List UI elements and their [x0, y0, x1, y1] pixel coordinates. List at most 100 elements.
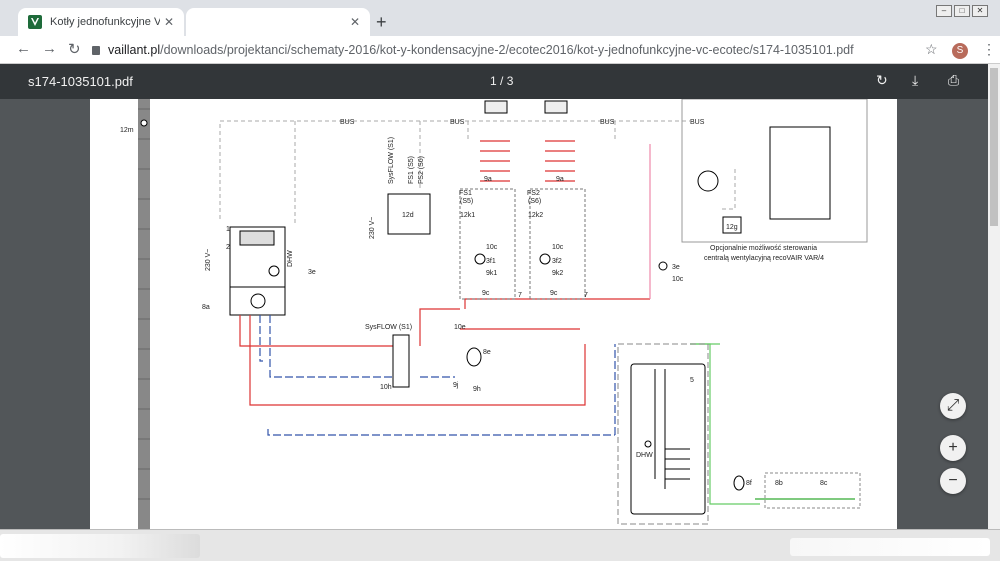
- tab-title: Kotły jednofunkcyjne VC ecoTEC - V: [50, 16, 160, 28]
- label-12k2: 12k2: [528, 212, 543, 219]
- pdf-page: 12m BUS BUS BUS BUS 1 2 230 V~ DH: [90, 99, 897, 529]
- label-sysflow: SysFLOW (S1): [388, 137, 395, 184]
- tab-bar: Kotły jednofunkcyjne VC ecoTEC - V ✕ ✕ +…: [0, 0, 1000, 36]
- profile-avatar[interactable]: S: [952, 43, 968, 59]
- rotate-icon[interactable]: ↻: [876, 72, 888, 88]
- scrollbar-thumb[interactable]: [990, 68, 998, 226]
- pump-3f2: [539, 253, 551, 265]
- browser-menu-icon[interactable]: ⋮: [982, 41, 996, 57]
- label-2: 2: [226, 244, 230, 251]
- label-5: 5: [690, 377, 694, 384]
- maximize-icon[interactable]: □: [954, 5, 970, 17]
- label-12k1: 12k1: [460, 212, 475, 219]
- pipes: [239, 144, 760, 505]
- label-sysflow-2: SysFLOW (S1): [365, 324, 412, 331]
- pump-3f1: [474, 253, 486, 265]
- close-tab-icon-2[interactable]: ✕: [349, 15, 360, 29]
- label-8c: 8c: [820, 480, 828, 487]
- label-fs1: FS1: [459, 190, 472, 197]
- label-3f1: 3f1: [486, 258, 496, 265]
- hydraulic-schematic: 12m BUS BUS BUS BUS 1 2 230 V~ DH: [120, 99, 868, 529]
- label-10c-1: 10c: [486, 244, 498, 251]
- option-line-2: centralą wentylacyjną recoVAIR VAR/4: [704, 255, 824, 262]
- close-window-icon[interactable]: ✕: [972, 5, 988, 17]
- label-fs1s5: FS1 (S5): [408, 156, 415, 184]
- browser-toolbar: ← → ↻ vaillant.pl/downloads/projektanci/…: [0, 36, 1000, 64]
- cylinder-coil: [654, 369, 690, 489]
- print-icon[interactable]: ⎙: [948, 72, 960, 88]
- label-fs2s6: FS2 (S6): [418, 156, 425, 184]
- label-12m: 12m: [120, 127, 134, 134]
- label-12d: 12d: [402, 212, 414, 219]
- outdoor-sensor: [140, 119, 148, 127]
- ventilation-controller: [697, 170, 719, 192]
- wall-hatch: [138, 99, 150, 529]
- bus-lines: [219, 120, 736, 224]
- dhw-pump-3e: [658, 261, 668, 271]
- module-12g: [722, 216, 742, 234]
- page-total: 3: [506, 74, 514, 88]
- heating-loop-2: [545, 140, 575, 182]
- ventilation-frame: [681, 99, 868, 243]
- label-7-2: 7: [584, 292, 588, 299]
- wall-bricks: [138, 108, 150, 500]
- minimize-icon[interactable]: –: [936, 5, 952, 17]
- label-8e: 8e: [483, 349, 491, 356]
- tab-blank[interactable]: ✕: [186, 8, 370, 36]
- label-dhw: DHW: [287, 250, 294, 267]
- dhw-zone: [617, 343, 709, 525]
- download-icon[interactable]: ⤓: [912, 72, 919, 88]
- ventilation-unit: [769, 126, 831, 220]
- taskbar: [0, 529, 1000, 561]
- bookmark-star-icon[interactable]: ☆: [925, 41, 938, 57]
- url-host: vaillant.pl: [108, 43, 161, 57]
- label-10e: 10e: [454, 324, 466, 331]
- expansion-vessel-8e: [466, 347, 482, 367]
- label-9h: 9h: [473, 386, 481, 393]
- room-controller-2: [544, 100, 568, 114]
- label-dhw-2: DHW: [636, 452, 653, 459]
- page-current[interactable]: 1: [490, 74, 497, 88]
- label-3f2: 3f2: [552, 258, 562, 265]
- address-bar[interactable]: vaillant.pl/downloads/projektanci/schema…: [92, 40, 952, 60]
- tab-vaillant[interactable]: Kotły jednofunkcyjne VC ecoTEC - V ✕: [18, 8, 184, 36]
- new-tab-button[interactable]: +: [376, 12, 387, 32]
- label-230v-2: 230 V~: [369, 217, 376, 239]
- label-10c-3: 10c: [672, 276, 684, 283]
- expansion-vessel-8f: [733, 475, 745, 491]
- reload-button[interactable]: ↻: [68, 41, 81, 58]
- pdf-scrollbar[interactable]: [988, 64, 1000, 529]
- label-9j: 9j: [453, 382, 459, 389]
- label-fs2b: (S6): [528, 198, 541, 205]
- vaillant-favicon-icon: [28, 15, 42, 29]
- page-separator: /: [496, 74, 507, 88]
- circuit-2: [529, 188, 586, 300]
- label-8b: 8b: [775, 480, 783, 487]
- taskbar-blurred-right: [790, 538, 990, 556]
- label-12g: 12g: [726, 224, 738, 231]
- label-bus-3: BUS: [600, 119, 615, 126]
- zoom-out-button[interactable]: −: [940, 468, 966, 494]
- label-8f: 8f: [746, 480, 752, 487]
- boiler-gauge: [268, 265, 280, 277]
- fit-page-button[interactable]: ⤢: [940, 393, 966, 419]
- zoom-in-button[interactable]: +: [940, 435, 966, 461]
- label-3e: 3e: [308, 269, 316, 276]
- back-button[interactable]: ←: [16, 40, 31, 57]
- module-12d: [387, 193, 431, 235]
- window-controls: – □ ✕: [936, 5, 988, 17]
- label-bus-1: BUS: [340, 119, 355, 126]
- circuit-1: [459, 188, 516, 300]
- label-10c-2: 10c: [552, 244, 564, 251]
- dhw-cylinder: [630, 363, 706, 515]
- close-tab-icon[interactable]: ✕: [163, 15, 174, 29]
- dhw-sensor: [644, 440, 652, 448]
- label-1: 1: [226, 226, 230, 233]
- label-9k2: 9k2: [552, 270, 563, 277]
- forward-button[interactable]: →: [42, 40, 57, 57]
- label-9c-2: 9c: [550, 290, 558, 297]
- boiler-display: [239, 230, 275, 246]
- pdf-filename: s174-1035101.pdf: [28, 74, 133, 89]
- label-bus-2: BUS: [450, 119, 465, 126]
- pdf-viewer[interactable]: 12m BUS BUS BUS BUS 1 2 230 V~ DH: [0, 99, 988, 529]
